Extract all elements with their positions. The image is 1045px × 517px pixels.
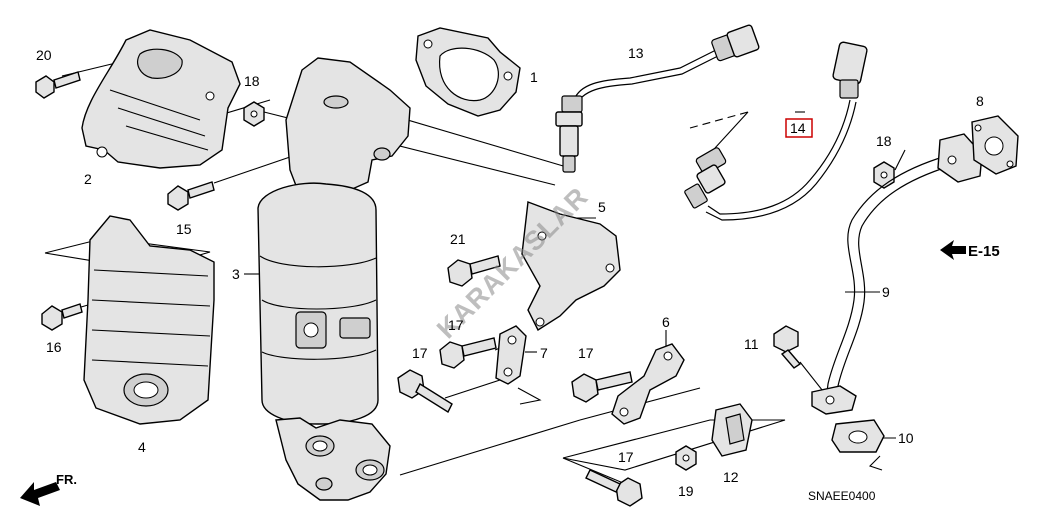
callout-16[interactable]: 16 — [46, 339, 62, 355]
stay-6 — [611, 343, 685, 425]
callout-5[interactable]: 5 — [598, 199, 606, 215]
gasket-1 — [415, 27, 521, 117]
callout-17-c[interactable]: 17 — [578, 345, 594, 361]
upper-heat-cover — [81, 29, 241, 169]
lower-heat-cover — [83, 215, 215, 425]
callout-2[interactable]: 2 — [84, 171, 92, 187]
callout-7[interactable]: 7 — [540, 345, 548, 361]
callout-12[interactable]: 12 — [723, 469, 739, 485]
callout-10[interactable]: 10 — [898, 430, 914, 446]
bolt-16 — [41, 303, 83, 331]
callout-13[interactable]: 13 — [628, 45, 644, 61]
callout-14[interactable]: 14 — [790, 120, 806, 136]
bolt-21 — [447, 255, 501, 287]
bolt-17-middle — [571, 371, 633, 403]
callout-11[interactable]: 11 — [744, 336, 759, 352]
gasket-8 — [971, 115, 1019, 175]
callout-9[interactable]: 9 — [882, 284, 890, 300]
clamp-12 — [711, 403, 753, 457]
callout-15[interactable]: 15 — [176, 221, 192, 237]
callout-21[interactable]: 21 — [450, 231, 466, 247]
bracket-7 — [495, 325, 527, 385]
callout-8[interactable]: 8 — [976, 93, 984, 109]
egr-pipe-9 — [811, 133, 983, 415]
nut-18-right — [873, 161, 895, 189]
e15-label: E-15 — [968, 243, 1000, 260]
part-14-highlight-box — [785, 118, 813, 138]
oxygen-sensor-13 — [555, 24, 760, 173]
catalytic-converter — [257, 57, 411, 501]
callout-19[interactable]: 19 — [678, 483, 694, 499]
callout-17-a[interactable]: 17 — [448, 317, 464, 333]
bolt-17-upper — [439, 337, 497, 369]
diagram-code: SNAEE0400 — [808, 489, 876, 503]
e15-reference: E-15 — [940, 240, 1000, 260]
bolt-15 — [167, 181, 215, 211]
bolt-17-bottom — [585, 469, 643, 507]
callout-18-a[interactable]: 18 — [244, 73, 260, 89]
front-indicator: FR. — [20, 472, 77, 506]
callout-17-d[interactable]: 17 — [618, 449, 634, 465]
heat-shield-5 — [521, 201, 621, 332]
bolt-20 — [35, 71, 81, 99]
nut-18-left — [243, 101, 265, 127]
callout-6[interactable]: 6 — [662, 314, 670, 330]
callout-3[interactable]: 3 — [232, 266, 240, 282]
front-label: FR. — [56, 472, 77, 487]
callout-17-b[interactable]: 17 — [412, 345, 428, 361]
e15-arrow-icon — [940, 240, 966, 260]
callout-labels: 1 2 3 4 5 6 7 8 9 10 11 12 13 14 15 16 1… — [36, 45, 984, 499]
gasket-10 — [831, 419, 885, 453]
callout-1[interactable]: 1 — [530, 69, 538, 85]
bolt-19 — [675, 445, 697, 471]
callout-4[interactable]: 4 — [138, 439, 146, 455]
oxygen-sensor-14 — [684, 41, 868, 221]
callout-18-b[interactable]: 18 — [876, 133, 892, 149]
front-arrow-icon — [20, 482, 60, 506]
bolt-17-lower — [397, 369, 453, 414]
callout-20[interactable]: 20 — [36, 47, 52, 63]
bolt-11 — [773, 325, 802, 369]
